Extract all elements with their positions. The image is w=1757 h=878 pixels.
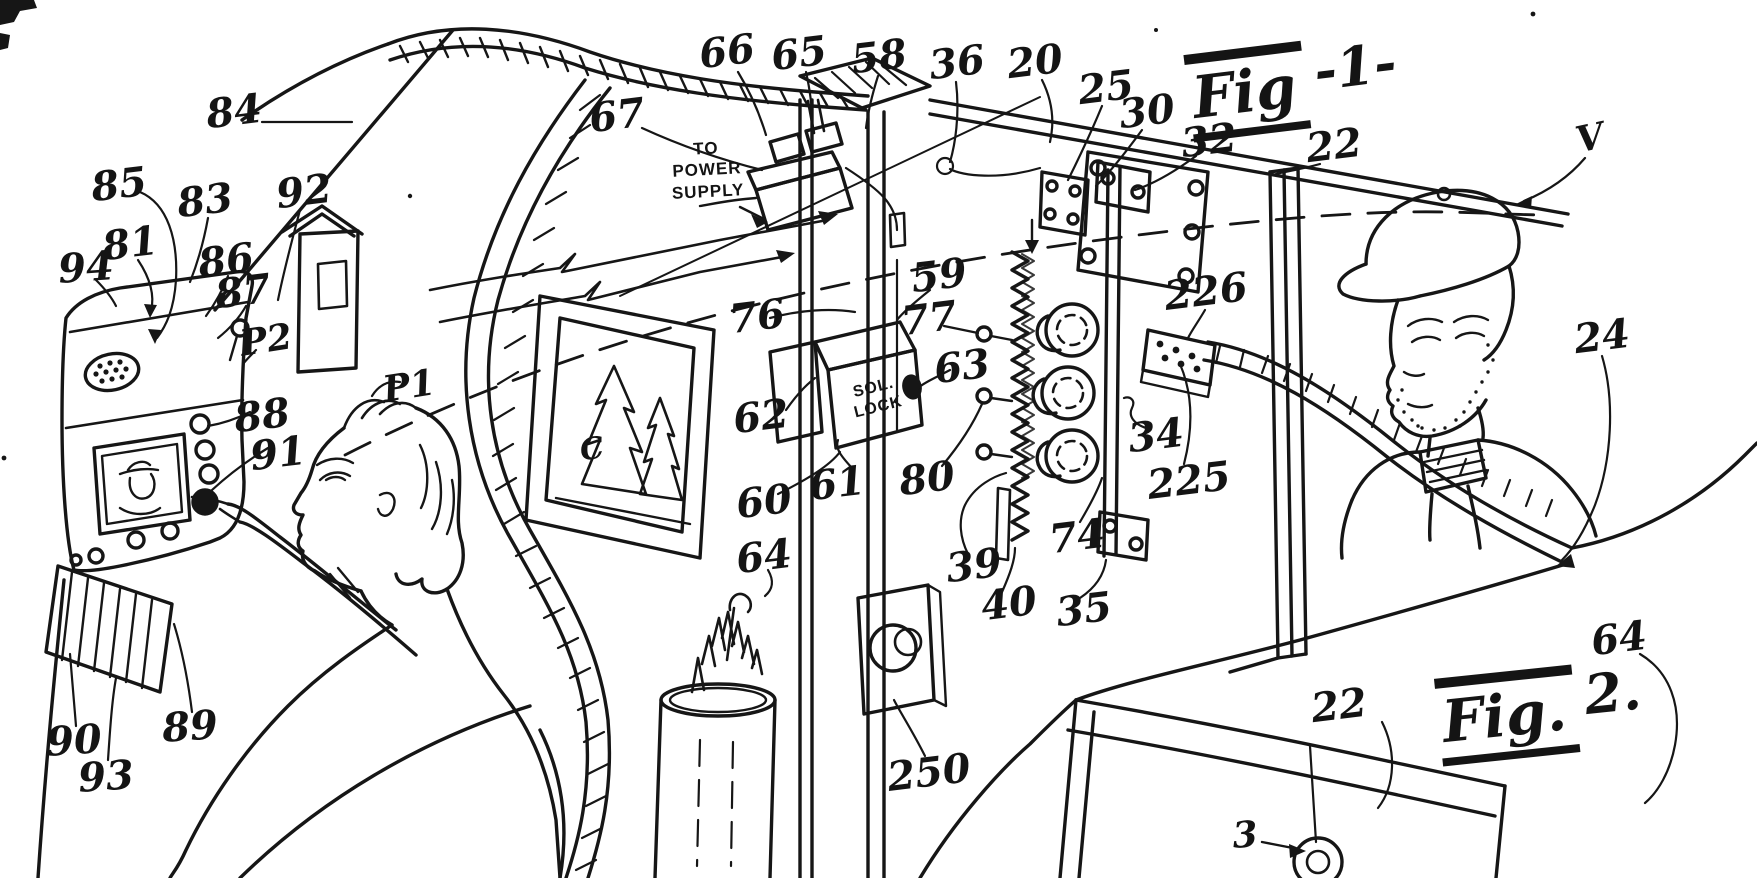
pilot-lamp xyxy=(230,318,250,338)
ref-label-22: 22 xyxy=(1308,678,1370,733)
ref-label-35: 35 xyxy=(1053,582,1115,637)
spring-strip xyxy=(994,218,1039,562)
ref-label-58: 58 xyxy=(848,29,910,84)
stubble xyxy=(1396,343,1495,432)
ref-label-65: 65 xyxy=(768,26,830,81)
ref-label-91: 91 xyxy=(247,426,309,481)
console-button xyxy=(126,530,146,550)
ref-label-74: 74 xyxy=(1046,509,1108,564)
ref-label-22: 22 xyxy=(1303,118,1365,173)
contact-bulbs xyxy=(975,302,1100,484)
console-button xyxy=(69,553,83,567)
door-panel xyxy=(1228,166,1308,674)
fig2-cabinet xyxy=(1058,698,1507,878)
ref-label-34: 34 xyxy=(1125,408,1187,463)
intercom-console xyxy=(36,269,255,878)
ref-label-30: 30 xyxy=(1116,84,1178,139)
wall-torn-band xyxy=(464,78,612,878)
speaker-grille xyxy=(83,351,141,393)
ref-label-40: 40 xyxy=(978,576,1040,631)
leader-lines xyxy=(68,70,1679,810)
rope xyxy=(918,340,1757,878)
ref-label-32: 32 xyxy=(1178,113,1240,168)
ref-label-250: 250 xyxy=(884,744,974,801)
ref-label-85: 85 xyxy=(88,157,150,212)
visitor-man xyxy=(1337,186,1598,560)
ref-label-62: 62 xyxy=(730,389,792,444)
monitor-screen xyxy=(92,432,192,536)
ref-label-24: 24 xyxy=(1571,309,1633,364)
scan-blemishes xyxy=(0,0,1536,461)
ref-label-87: 87 xyxy=(212,264,274,319)
console-button xyxy=(189,413,211,435)
ref-label-67: 67 xyxy=(586,88,648,143)
console-button xyxy=(160,521,180,541)
strike-plate xyxy=(1139,328,1217,399)
console-button xyxy=(87,547,105,565)
fig1-number: -1- xyxy=(1310,29,1400,104)
partition-rail xyxy=(928,98,1570,228)
fig2-dial xyxy=(1292,836,1344,878)
ref-label-94: 94 xyxy=(56,242,116,293)
ref-label-225: 225 xyxy=(1144,452,1234,509)
ref-label-93: 93 xyxy=(76,751,136,802)
wall-corner-edge xyxy=(213,28,455,312)
ref-label-60: 60 xyxy=(733,474,795,529)
console-button xyxy=(194,439,216,461)
sight-line xyxy=(343,210,1547,457)
door-frame xyxy=(798,98,907,878)
screen-visitor xyxy=(118,460,162,516)
ref-label-20: 20 xyxy=(1004,34,1066,89)
bell-box xyxy=(619,96,1210,297)
ref-label-3: 3 xyxy=(1231,813,1259,857)
ref-label-P1: P1 xyxy=(379,361,439,411)
woman xyxy=(168,399,566,878)
console-button xyxy=(198,463,220,485)
door-knob-plate xyxy=(856,583,948,716)
bell-wire xyxy=(619,96,1041,297)
ref-label-59: 59 xyxy=(908,248,970,303)
ref-label-80: 80 xyxy=(896,451,958,506)
console-button-pressed xyxy=(191,488,219,516)
ref-label-64: 64 xyxy=(733,529,795,584)
fig2-number: 2. xyxy=(1581,657,1644,728)
ref-label-36: 36 xyxy=(926,35,988,90)
console-vent xyxy=(44,564,174,694)
ref-label-P2: P2 xyxy=(236,315,296,365)
monitor-screen-inner xyxy=(100,442,184,526)
door-knob xyxy=(868,623,918,673)
latch-bar xyxy=(1094,160,1152,562)
ref-label-64: 64 xyxy=(1588,611,1650,666)
ref-label-66: 66 xyxy=(696,24,758,79)
ref-label-226: 226 xyxy=(1161,263,1251,320)
ref-label-84: 84 xyxy=(203,84,265,139)
ref-label-63: 63 xyxy=(931,339,993,394)
ref-label-89: 89 xyxy=(160,701,220,752)
speaker-grille-holes xyxy=(93,359,129,384)
umbrella-stand xyxy=(653,592,777,878)
ref-label-76: 76 xyxy=(726,289,788,344)
fig2-word: Fig. xyxy=(1433,664,1581,767)
ref-label-92: 92 xyxy=(273,164,335,219)
umbrella xyxy=(690,592,764,694)
ref-label-61: 61 xyxy=(806,456,868,511)
picture-frame xyxy=(524,294,716,560)
ref-label-83: 83 xyxy=(174,173,236,228)
power-supply-note: TO POWER SUPPLY xyxy=(650,135,763,204)
ref-label-77: 77 xyxy=(898,291,960,346)
